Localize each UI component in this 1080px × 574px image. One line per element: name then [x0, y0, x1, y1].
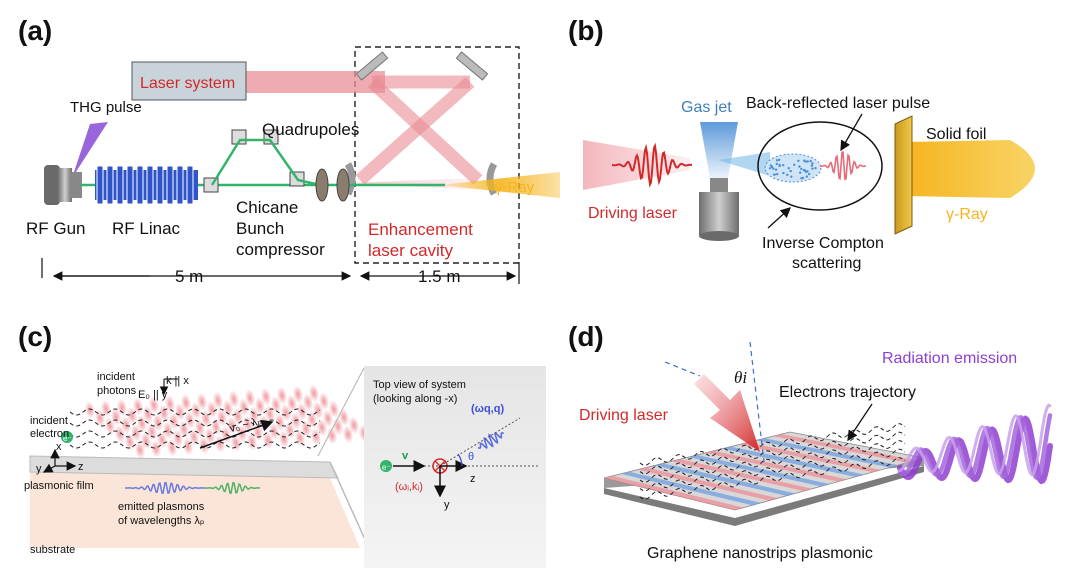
emitted-plasmons-l1: emitted plasmons: [118, 501, 205, 513]
panel-d-letter: (d): [568, 321, 604, 352]
gas-jet-plume: [700, 122, 738, 178]
panel-b: (b) Driving laser Gas jet Back-reflected…: [568, 15, 1035, 272]
omega-q-label: (ωq,q): [471, 403, 504, 415]
panel-a: (a) Laser system γ-Ray THG pulse: [18, 15, 560, 286]
panel-a-letter: (a): [18, 15, 52, 46]
trajectory-arrow: [848, 404, 872, 440]
compton-arrow: [768, 208, 790, 228]
axis-z-c: z: [78, 461, 84, 473]
driving-laser-arrow: [694, 374, 760, 452]
theta-i-label: θi: [734, 368, 747, 387]
rf-linac-label: RF Linac: [112, 219, 181, 238]
rf-gun-label: RF Gun: [26, 219, 86, 238]
dist-5m-label: 5 m: [175, 267, 203, 286]
quadrupoles-label: Quadrupoles: [262, 120, 359, 139]
incidence-line: [665, 362, 700, 376]
electron-sym-topview: e⁻: [382, 463, 391, 472]
gamma-ray-cone-b: [905, 140, 1035, 198]
incident-photons-l1: incident: [97, 371, 135, 383]
enhancement-label: Enhancement: [368, 220, 473, 239]
bunch-label: Bunch: [236, 219, 284, 238]
cavity-beams: [360, 82, 478, 180]
dist-1-5m-label: 1.5 m: [418, 267, 461, 286]
panel-c-letter: (c): [18, 321, 52, 352]
rf-linac: [95, 166, 198, 204]
driving-laser-label-b: Driving laser: [588, 205, 678, 222]
gamma-ray-label-a: γ-Ray: [495, 179, 535, 196]
y-label-topview: y: [444, 499, 450, 511]
emitted-plasmons-l2: of wavelengths λₚ: [118, 515, 205, 527]
velocity-label: v: [402, 450, 409, 462]
laser-system-label: Laser system: [140, 75, 235, 92]
graphene-label: Graphene nanostrips plasmonic: [647, 545, 873, 562]
scattering-label: scattering: [792, 255, 861, 272]
back-reflected-label: Back-reflected laser pulse: [746, 95, 930, 112]
back-reflected-wave: [820, 152, 866, 179]
compressor-label: compressor: [236, 240, 325, 259]
panel-d: (d) Driving laser θi Electrons trajector…: [568, 321, 1050, 562]
electrons-trajectory-label: Electrons trajectory: [779, 384, 916, 401]
incident-electron-l2: electron: [30, 428, 69, 440]
panel-c: (c) e⁻ x y z incident photons incident e…: [18, 321, 546, 568]
axis-y-c: y: [36, 463, 42, 475]
incident-electron-l1: incident: [30, 415, 68, 427]
plasmonic-film-label: plasmonic film: [24, 480, 94, 492]
chicane-label: Chicane: [236, 198, 298, 217]
gas-jet-nozzle: [699, 178, 739, 241]
top-view-label: Top view of system: [373, 379, 466, 391]
omega-i-label: (ωᵢ,kᵢ): [395, 481, 423, 493]
radiation-emission-label: Radiation emission: [882, 350, 1017, 367]
thg-pulse-label: THG pulse: [70, 99, 142, 116]
z-label-topview: z: [470, 473, 476, 485]
driving-laser-label-d: Driving laser: [579, 407, 669, 424]
theta-label-c: θ: [468, 451, 474, 463]
gamma-ray-label-b: γ-Ray: [946, 206, 988, 223]
inverse-compton-label: Inverse Compton: [762, 235, 884, 252]
solid-foil: [895, 116, 912, 234]
panel-b-letter: (b): [568, 15, 604, 46]
substrate-label: substrate: [30, 544, 75, 556]
k-par-x-label: k || x: [166, 375, 189, 387]
looking-along-label: (looking along -x): [373, 393, 457, 405]
incident-photons-l2: photons: [97, 385, 137, 397]
axis-x-c: x: [56, 441, 62, 453]
solid-foil-label: Solid foil: [926, 126, 986, 143]
laser-cavity-label: laser cavity: [368, 241, 454, 260]
gas-jet-label: Gas jet: [681, 99, 732, 116]
e0-par-y-label: E₀ || y: [138, 389, 168, 401]
